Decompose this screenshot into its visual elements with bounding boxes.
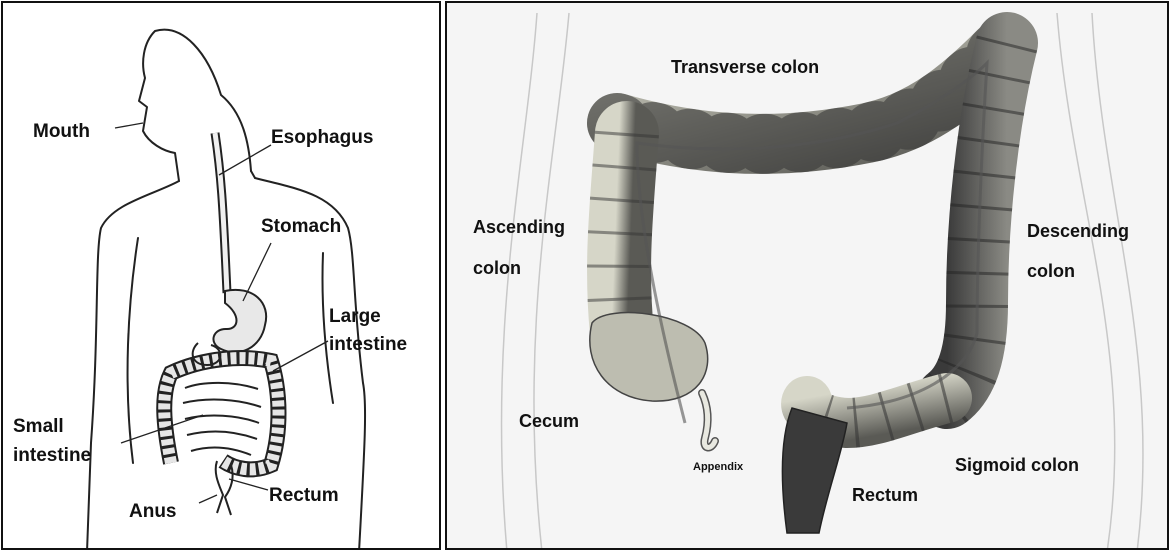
stomach-leader <box>243 243 271 301</box>
neck-back <box>251 171 255 178</box>
label-large-intestine-line2: intestine <box>329 334 407 356</box>
label-anus: Anus <box>129 501 177 523</box>
label-small-intestine-line2: intestine <box>13 445 91 467</box>
label-esophagus: Esophagus <box>271 127 373 149</box>
label-small-intestine-line1: Small <box>13 416 64 438</box>
cecum-shape <box>590 313 708 401</box>
stomach-shape <box>213 290 266 352</box>
label-cecum: Cecum <box>519 411 579 432</box>
label-descending-colon-line1: Descending <box>1027 221 1129 242</box>
mouth-leader <box>115 123 143 128</box>
label-mouth: Mouth <box>33 121 90 143</box>
digestive-system-panel: Mouth Esophagus Stomach Large intestine … <box>1 1 441 550</box>
label-rectum-right: Rectum <box>852 485 918 506</box>
label-sigmoid-colon: Sigmoid colon <box>955 455 1079 476</box>
label-stomach: Stomach <box>261 216 341 238</box>
label-descending-colon-line2: colon <box>1027 261 1075 282</box>
label-ascending-colon-line1: Ascending <box>473 217 565 238</box>
esophagus-leader <box>219 145 271 175</box>
digestive-system-illustration <box>3 3 441 550</box>
rectum-leader <box>229 479 268 490</box>
label-large-intestine-line1: Large <box>329 306 381 328</box>
left-arm <box>128 238 138 463</box>
label-ascending-colon-line2: colon <box>473 258 521 279</box>
body-contour-left <box>534 13 569 550</box>
rectum-shape-right <box>782 408 847 533</box>
right-arm <box>322 253 333 403</box>
colon-panel: Transverse colon Ascending colon Descend… <box>445 1 1169 550</box>
torso-left <box>87 181 179 550</box>
head-outline <box>139 30 251 181</box>
label-appendix: Appendix <box>693 461 743 474</box>
label-rectum-left: Rectum <box>269 485 339 507</box>
anus-leader <box>199 495 217 503</box>
body-contour-left-inner <box>501 13 537 550</box>
label-transverse-colon: Transverse colon <box>671 57 819 78</box>
large-intestine-leader <box>273 341 328 371</box>
